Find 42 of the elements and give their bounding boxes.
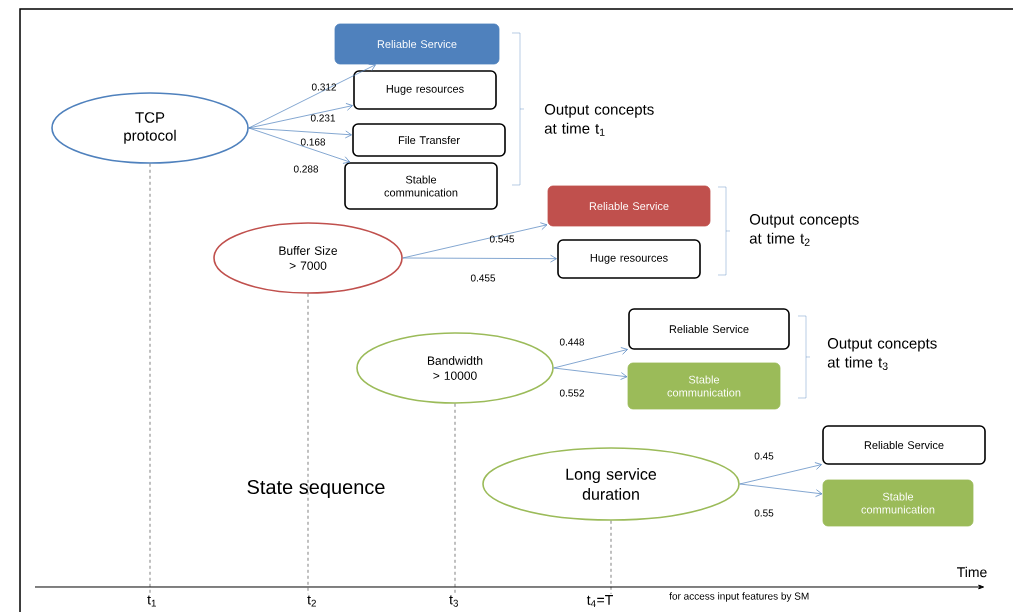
concept-box: Huge resources — [557, 239, 701, 279]
concept-box: Huge resources — [353, 70, 497, 110]
edge-label: 0.455 — [470, 274, 496, 282]
edge-label: 0.545 — [489, 235, 515, 243]
concept-box: Reliable Service — [547, 185, 711, 227]
edge-label: 0.168 — [300, 138, 326, 146]
time-marker-line — [307, 293, 309, 595]
arrow — [553, 367, 628, 380]
concept-box: Reliable Service — [822, 425, 986, 465]
edge-label: 0.55 — [754, 509, 774, 517]
concept-box: Stable communication — [627, 362, 781, 410]
arrow — [248, 63, 376, 129]
group-caption: Output concepts at time t$_{2}$ — [749, 214, 859, 246]
arrow — [739, 462, 822, 485]
arrow — [739, 483, 823, 497]
axis-label: Time — [957, 566, 987, 578]
concept-box: Stable communication — [344, 162, 498, 210]
group-caption: Output concepts at time t$_{3}$ — [827, 338, 937, 370]
tick-label: t$_{1}$ — [147, 595, 156, 607]
arrow — [402, 254, 557, 263]
concept-box: File Transfer — [352, 123, 506, 157]
arrow — [248, 127, 351, 164]
edge-label: 0.448 — [559, 338, 585, 346]
time-marker-line — [454, 403, 456, 595]
axis-note: for access input features by SM — [669, 592, 809, 602]
tick-label: t$_{2}$ — [307, 595, 316, 607]
edge-label: 0.552 — [559, 389, 584, 397]
time-marker-line — [610, 520, 612, 595]
concept-box: Reliable Service — [628, 308, 790, 350]
arrow — [248, 127, 352, 139]
edge-label: 0.288 — [293, 165, 319, 173]
arrow — [553, 347, 628, 369]
edge-label: 0.231 — [310, 114, 336, 122]
edge-label: 0.312 — [311, 83, 336, 91]
concept-box: Stable communication — [822, 479, 974, 527]
tick-label: t$_{3}$ — [449, 595, 458, 607]
edge-label: 0.45 — [754, 452, 774, 460]
diagram-caption: State sequence — [247, 479, 385, 499]
group-caption: Output concepts at time t$_{1}$ — [544, 104, 654, 136]
tick-label: t$_{4}$=T — [586, 595, 613, 607]
concept-box: Reliable Service — [334, 23, 500, 65]
arrow — [248, 103, 353, 129]
